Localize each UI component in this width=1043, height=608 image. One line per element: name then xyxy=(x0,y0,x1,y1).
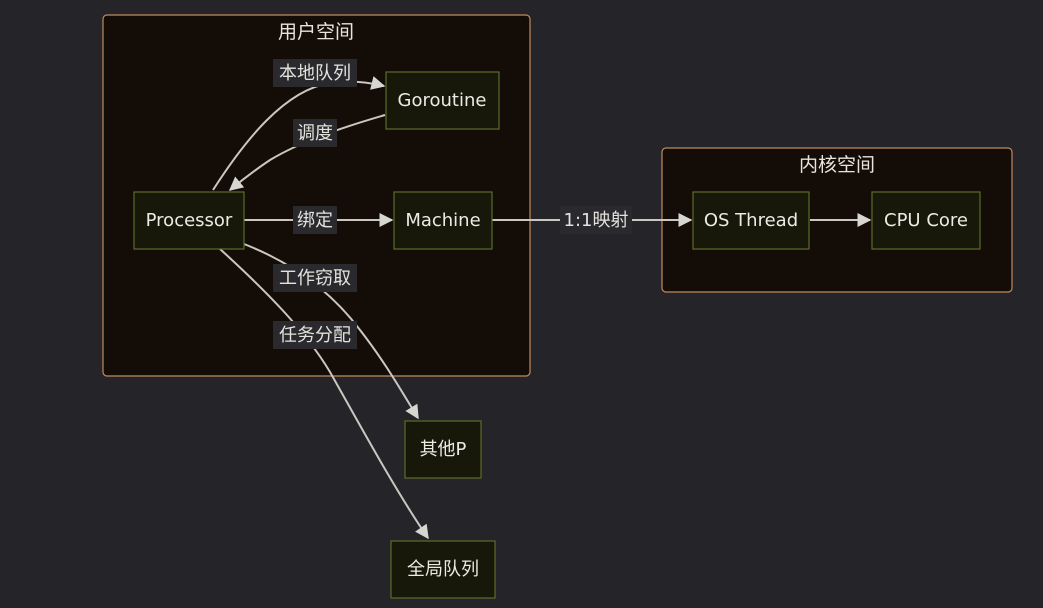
edge-label-bg-schedule xyxy=(293,119,337,147)
node-processor[interactable]: Processor xyxy=(133,191,245,250)
node-global-queue-label: 全局队列 xyxy=(407,559,479,580)
edge-label-schedule: 调度 xyxy=(297,123,333,144)
node-machine[interactable]: Machine xyxy=(393,191,493,250)
edge-local-queue xyxy=(212,76,386,191)
edge-label-task-dispatch: 任务分配 xyxy=(279,325,351,346)
node-global-queue-box[interactable] xyxy=(390,540,496,599)
cluster-kernel-space-title: 内核空间 xyxy=(799,154,875,176)
edge-label-bg-work-stealing xyxy=(273,264,357,292)
edge-label-work-stealing: 工作窃取 xyxy=(279,268,351,289)
node-other-p-label: 其他P xyxy=(420,439,467,460)
node-machine-label: Machine xyxy=(405,210,480,231)
edge-work-stealing xyxy=(243,243,419,420)
node-processor-label: Processor xyxy=(146,210,233,231)
node-global-queue[interactable]: 全局队列 xyxy=(390,540,496,599)
edge-labels: 本地队列 调度 绑定 1:1映射 工作窃取 任务分配 xyxy=(273,59,632,349)
edge-label-bind: 绑定 xyxy=(297,210,333,231)
node-cpu-core[interactable]: CPU Core xyxy=(871,191,981,250)
node-goroutine-label: Goroutine xyxy=(398,90,487,111)
edge-label-bg-mapping xyxy=(560,206,632,234)
node-cpu-core-label: CPU Core xyxy=(884,210,968,231)
node-goroutine[interactable]: Goroutine xyxy=(385,71,500,130)
node-other-p[interactable]: 其他P xyxy=(404,420,482,479)
edge-schedule xyxy=(228,114,386,191)
edge-label-bg-task-dispatch xyxy=(273,321,357,349)
edge-label-bg-bind xyxy=(293,206,337,234)
edge-label-bg-local-queue xyxy=(273,59,357,87)
edge-task-dispatch xyxy=(219,248,429,540)
node-processor-box[interactable] xyxy=(133,191,245,250)
node-os-thread[interactable]: OS Thread xyxy=(692,191,810,250)
edge-label-local-queue: 本地队列 xyxy=(279,63,351,84)
cluster-user-space-title: 用户空间 xyxy=(278,21,354,43)
node-os-thread-box[interactable] xyxy=(692,191,810,250)
node-goroutine-box[interactable] xyxy=(385,71,500,130)
node-cpu-core-box[interactable] xyxy=(871,191,981,250)
node-machine-box[interactable] xyxy=(393,191,493,250)
node-os-thread-label: OS Thread xyxy=(704,210,798,231)
edge-label-mapping: 1:1映射 xyxy=(564,210,629,231)
node-other-p-box[interactable] xyxy=(404,420,482,479)
